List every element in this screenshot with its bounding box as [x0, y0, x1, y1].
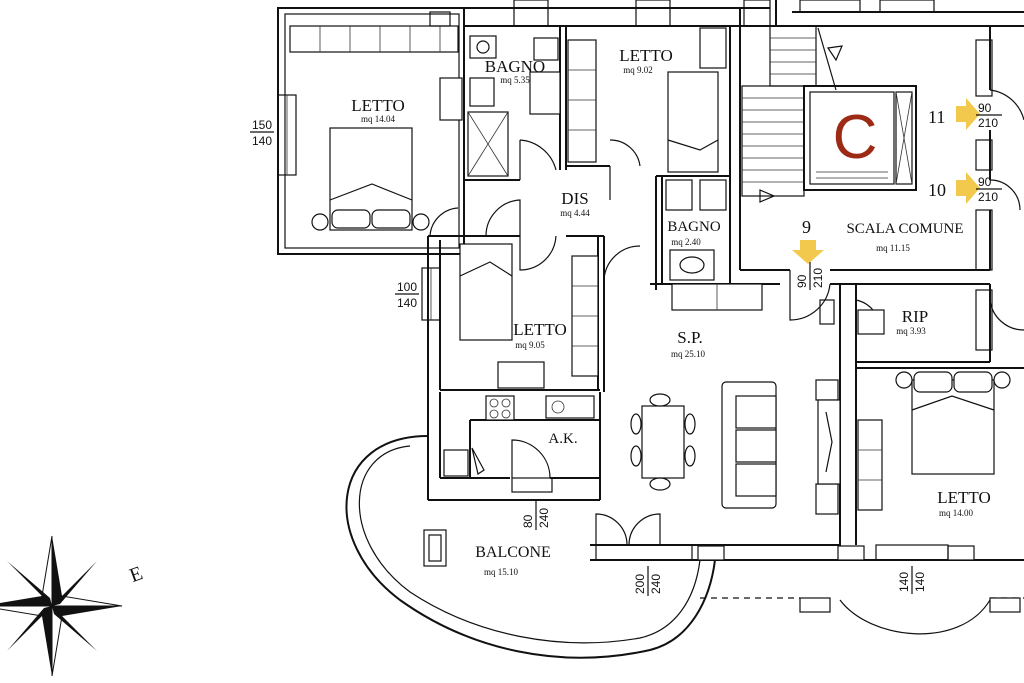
- arrow-unit-9: [792, 240, 824, 264]
- room-name-letto-4: LETTO: [937, 488, 991, 507]
- room-area-bagno-2: mq 2.40: [671, 237, 701, 247]
- dim-window-left-bottom: 140: [252, 134, 272, 148]
- dim-balcony-window-left: 80: [521, 514, 535, 528]
- dim-balcony-door-right: 240: [649, 574, 663, 594]
- room-name-bagno-2: BAGNO: [667, 219, 721, 235]
- dim-window-mid-bottom: 140: [397, 296, 417, 310]
- dim-right-window-right: 140: [913, 572, 927, 592]
- room-name-bagno-1: BAGNO: [485, 57, 545, 76]
- room-area-letto-4: mq 14.00: [939, 508, 974, 518]
- dim-window-mid-top: 100: [397, 280, 417, 294]
- dim-window-left-top: 150: [252, 118, 272, 132]
- staircase: C: [741, 25, 917, 203]
- arrow-unit-10: [956, 172, 980, 204]
- unit-numbers: 11 10 9: [802, 107, 946, 237]
- room-name-scala-comune: SCALA COMUNE: [846, 221, 963, 237]
- room-name-ak: A.K.: [548, 431, 577, 447]
- room-area-sp: mq 25.10: [671, 349, 706, 359]
- room-area-rip: mq 3.93: [896, 326, 926, 336]
- room-name-dis: DIS: [561, 189, 588, 208]
- room-area-scala-comune: mq 11.15: [876, 243, 910, 253]
- room-name-letto-3: LETTO: [513, 320, 567, 339]
- dimension-labels: 150 140 100 140 90 210 90 210 90 210 80 …: [250, 101, 1002, 596]
- dim-door-10-top: 90: [978, 175, 992, 189]
- stair-letter: C: [833, 103, 878, 172]
- dim-door-11-top: 90: [978, 101, 992, 115]
- room-area-dis: mq 4.44: [560, 208, 590, 218]
- unit-number-11: 11: [928, 107, 945, 127]
- room-name-rip: RIP: [902, 307, 928, 326]
- compass-rose: E: [0, 535, 146, 677]
- room-name-letto-1: LETTO: [351, 96, 405, 115]
- dim-door-10-bottom: 210: [978, 190, 998, 204]
- unit-number-10: 10: [928, 180, 946, 200]
- dim-right-window-left: 140: [897, 572, 911, 592]
- room-area-balcone: mq 15.10: [484, 567, 519, 577]
- unit-number-9: 9: [802, 217, 811, 237]
- dim-door-11-bottom: 210: [978, 116, 998, 130]
- room-name-letto-2: LETTO: [619, 46, 673, 65]
- room-labels: LETTO mq 14.04 BAGNO mq 5.35 LETTO mq 9.…: [351, 46, 991, 577]
- windows: [277, 0, 993, 561]
- dim-balcony-door-left: 200: [633, 574, 647, 594]
- room-area-bagno-1: mq 5.35: [500, 75, 530, 85]
- dim-door-9-left: 90: [795, 274, 809, 288]
- room-area-letto-1: mq 14.04: [361, 114, 396, 124]
- arrow-unit-11: [956, 98, 980, 130]
- room-area-letto-2: mq 9.02: [623, 65, 653, 75]
- dim-door-9-right: 210: [811, 268, 825, 288]
- room-area-letto-3: mq 9.05: [515, 340, 545, 350]
- dim-balcony-window-right: 240: [537, 508, 551, 528]
- furniture: [311, 27, 1011, 511]
- compass-east-label: E: [127, 562, 146, 587]
- room-name-sp: S.P.: [677, 328, 703, 347]
- entrance-arrows: [792, 98, 980, 264]
- room-name-balcone: BALCONE: [475, 544, 551, 561]
- doors: [429, 89, 1024, 546]
